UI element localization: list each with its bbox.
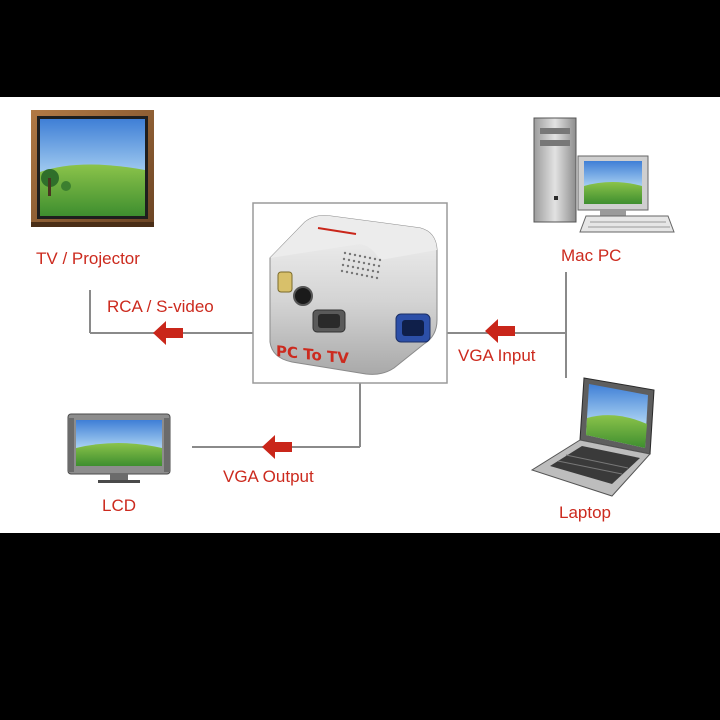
lcd-icon <box>67 413 171 483</box>
arrow-left-icon <box>262 435 292 459</box>
arrow-left-icon <box>485 319 515 343</box>
arrow-left-icon <box>153 321 183 345</box>
rca-svideo-label: RCA / S-video <box>107 297 214 316</box>
vga-output-label: VGA Output <box>223 467 314 486</box>
lcd-label: LCD <box>102 496 137 515</box>
svideo-port <box>293 286 313 306</box>
tv-icon <box>31 110 154 227</box>
tv-projector-label: TV / Projector <box>36 249 140 268</box>
laptop-icon <box>530 377 655 497</box>
rca-port <box>277 271 293 293</box>
speaker-grille <box>340 251 382 280</box>
desktop-pc-icon <box>533 117 675 233</box>
mac-pc-label: Mac PC <box>561 246 622 265</box>
vga-input-label: VGA Input <box>458 346 536 365</box>
laptop-label: Laptop <box>559 503 611 522</box>
vga-converter-box <box>252 202 448 384</box>
